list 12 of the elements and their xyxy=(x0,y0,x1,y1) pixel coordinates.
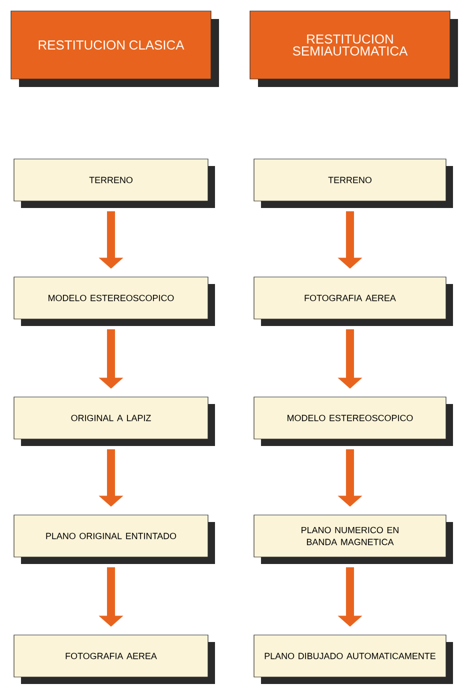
process-box: MODELO ESTEREOSCOPICO xyxy=(254,396,453,446)
process-box: TERRENO xyxy=(14,158,215,208)
process-box: PLANO DIBUJADO AUTOMATICAMENTE xyxy=(254,634,453,684)
process-box: FOTOGRAFIA AEREA xyxy=(254,276,453,326)
header-box: RESTITUCION SEMIAUTOMATICA xyxy=(250,10,458,87)
process-box: PLANO NUMERICO EN BANDA MAGNETICA xyxy=(254,514,453,564)
process-box: TERRENO xyxy=(254,158,453,208)
header-box: RESTITUCION CLASICA xyxy=(10,10,219,87)
process-box: FOTOGRAFIA AEREA xyxy=(14,634,215,684)
process-box: ORIGINAL A LAPIZ xyxy=(14,396,215,446)
process-box: MODELO ESTEREOSCOPICO xyxy=(14,276,215,326)
process-box: PLANO ORIGINAL ENTINTADO xyxy=(14,514,215,564)
